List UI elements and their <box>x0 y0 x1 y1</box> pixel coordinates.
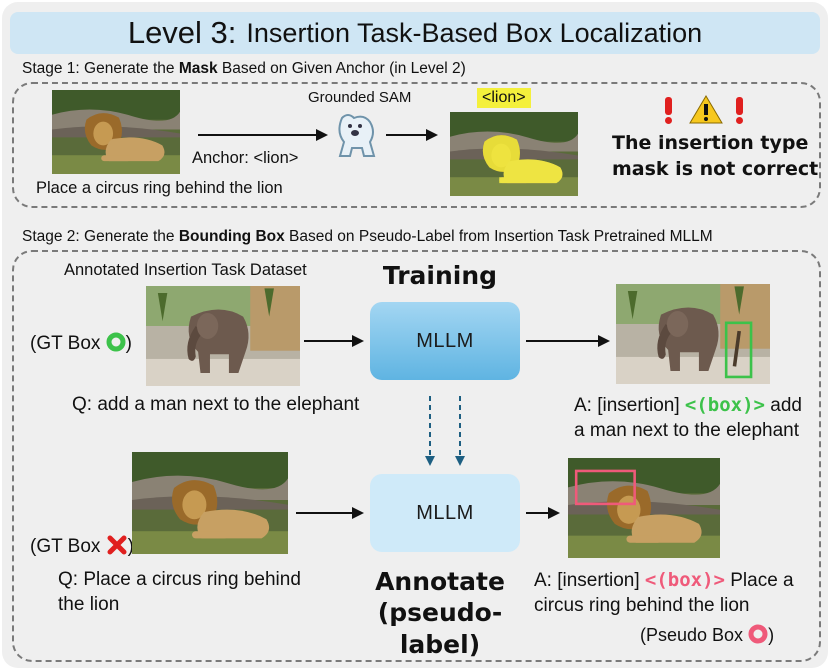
pseudo-box-label: (Pseudo Box ) <box>640 624 774 647</box>
a-train-line2: a man next to the elephant <box>574 419 799 441</box>
q-annot: Q: Place a circus ring behind the lion <box>58 568 301 617</box>
stage2-label-prefix: Stage 2: Generate the <box>22 228 179 245</box>
stage1-label-prefix: Stage 1: Generate the <box>22 60 179 77</box>
gt-box-train-text: (GT Box <box>30 333 101 354</box>
train-arrow-in <box>304 335 364 347</box>
a-annot-suffix: Place a <box>724 570 794 591</box>
a-annot-box-token: <(box)> <box>644 569 725 591</box>
gt-box-annot: (GT Box ) <box>30 534 134 560</box>
stage1-lion-image <box>52 90 180 174</box>
train-output-image <box>616 284 770 384</box>
a-annot-prefix: A: [insertion] <box>534 570 645 591</box>
grounded-sam-label: Grounded SAM <box>308 89 412 106</box>
exclamation-icon <box>665 97 672 124</box>
stage1-label-suffix: Based on Given Anchor (in Level 2) <box>217 60 466 77</box>
gt-box-annot-close: ) <box>127 536 134 557</box>
q-annot-line2: the lion <box>58 593 120 615</box>
exclamation-icon <box>736 97 743 124</box>
pink-circle-icon <box>748 624 768 644</box>
title-banner: Level 3: Insertion Task-Based Box Locali… <box>10 12 820 54</box>
stage1-mask-image <box>450 112 578 196</box>
q-annot-line1: Q: Place a circus ring behind <box>58 569 301 590</box>
a-train-prefix: A: [insertion] <box>574 395 685 416</box>
mllm-annot-box: MLLM <box>370 474 520 552</box>
stage1-instruction: Place a circus ring behind the lion <box>36 179 283 197</box>
annot-arrow-in <box>296 507 364 519</box>
stage2-label: Stage 2: Generate the Bounding Box Based… <box>22 228 713 246</box>
stage1-arrow-to-sam <box>198 129 328 141</box>
train-arrow-out <box>526 335 610 347</box>
warning-triangle-icon <box>689 95 723 124</box>
pseudo-box-text: (Pseudo Box <box>640 625 744 645</box>
stage1-arrow-to-mask <box>386 129 438 141</box>
training-heading: Training <box>382 261 498 290</box>
annotate-line1: Annotate <box>375 567 505 596</box>
green-circle-icon <box>106 332 126 352</box>
stage2-label-bold: Bounding Box <box>178 228 285 245</box>
warning-line-1: The insertion type <box>612 132 809 154</box>
annot-lion-image <box>132 452 288 554</box>
annotate-heading: Annotate (pseudo-label) <box>340 566 540 660</box>
stage2-container <box>12 250 821 662</box>
a-train-box-token: <(box)> <box>684 394 765 416</box>
a-train: A: [insertion] <(box)> add a man next to… <box>574 393 802 443</box>
a-annot: A: [insertion] <(box)> Place a circus ri… <box>534 568 794 618</box>
annot-output-image <box>568 458 720 558</box>
gt-box-train: (GT Box ) <box>30 332 132 357</box>
warning-line-2: mask is not correct <box>612 157 819 180</box>
title-level: Level 3: <box>127 15 237 50</box>
red-x-icon <box>107 535 127 555</box>
mllm-train-box: MLLM <box>370 302 520 380</box>
mask-tag: <lion> <box>477 88 531 108</box>
annot-arrow-out <box>526 507 560 519</box>
stage1-label-bold: Mask <box>178 60 218 77</box>
annotate-line2: (pseudo-label) <box>377 598 503 659</box>
pseudo-box-close: ) <box>768 625 775 645</box>
gt-box-annot-text: (GT Box <box>30 536 101 557</box>
gt-box-train-close: ) <box>125 333 132 354</box>
stage1-anchor-label: Anchor: <lion> <box>192 149 299 167</box>
stage2-label-suffix: Based on Pseudo-Label from Insertion Tas… <box>284 228 713 245</box>
title-subtitle: Insertion Task-Based Box Localization <box>246 17 703 48</box>
q-train: Q: add a man next to the elephant <box>72 394 360 415</box>
stage1-label: Stage 1: Generate the Mask Based on Give… <box>22 60 466 78</box>
dashed-arrows-down <box>425 396 465 466</box>
stage1-container <box>12 82 821 208</box>
warning-message: The insertion type mask is not correct <box>612 131 818 182</box>
a-annot-line2: circus ring behind the lion <box>534 594 750 616</box>
dataset-label: Annotated Insertion Task Dataset <box>64 261 307 279</box>
a-train-suffix: add <box>764 395 802 416</box>
polar-bear-icon <box>338 114 376 157</box>
train-elephant-image <box>146 286 300 386</box>
warning-icons <box>665 95 743 124</box>
